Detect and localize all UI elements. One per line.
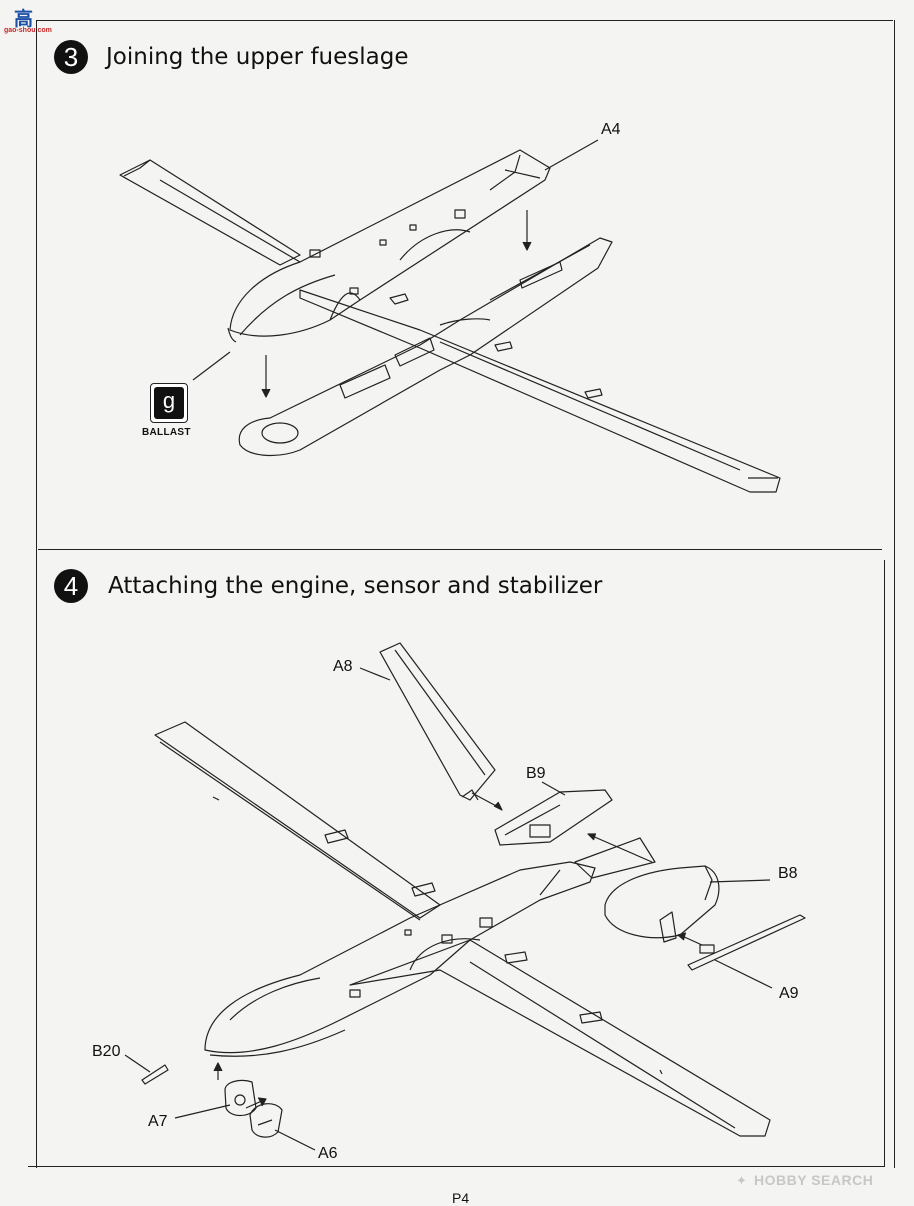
ballast-weight-icon: g xyxy=(154,387,184,419)
part-label-b20: B20 xyxy=(92,1043,121,1060)
watermark-glyph: 高 xyxy=(14,8,34,30)
step4-assembled-aircraft xyxy=(124,642,806,1151)
part-label-a8: A8 xyxy=(333,658,353,675)
step-3-number: 3 xyxy=(54,40,88,74)
step3-upper-fuselage xyxy=(119,139,781,493)
part-label-a9: A9 xyxy=(779,985,799,1002)
frame-bottom-border xyxy=(28,1166,885,1167)
step-divider xyxy=(38,549,882,550)
step-3-title: Joining the upper fueslage xyxy=(106,44,409,70)
step-4-number: 4 xyxy=(54,569,88,603)
frame-right-outer xyxy=(884,560,885,1166)
part-label-b9: B9 xyxy=(526,765,546,782)
part-label-a4: A4 xyxy=(601,121,621,138)
page-number: P4 xyxy=(452,1190,470,1206)
hobby-search-logo-icon: ✦ xyxy=(736,1173,747,1188)
part-label-b8: B8 xyxy=(778,865,798,882)
ballast-icon: g xyxy=(150,383,188,423)
part-label-a6: A6 xyxy=(318,1145,338,1162)
site-watermark: 高 gao-shou.com xyxy=(0,2,70,34)
frame-top-border xyxy=(36,20,893,21)
ballast-label: BALLAST xyxy=(142,427,191,438)
hobby-search-watermark: HOBBY SEARCH xyxy=(754,1172,874,1188)
page-frame xyxy=(36,20,895,1168)
step-4-title: Attaching the engine, sensor and stabili… xyxy=(108,573,603,599)
watermark-url: gao-shou.com xyxy=(4,27,52,34)
part-label-a7: A7 xyxy=(148,1113,168,1130)
